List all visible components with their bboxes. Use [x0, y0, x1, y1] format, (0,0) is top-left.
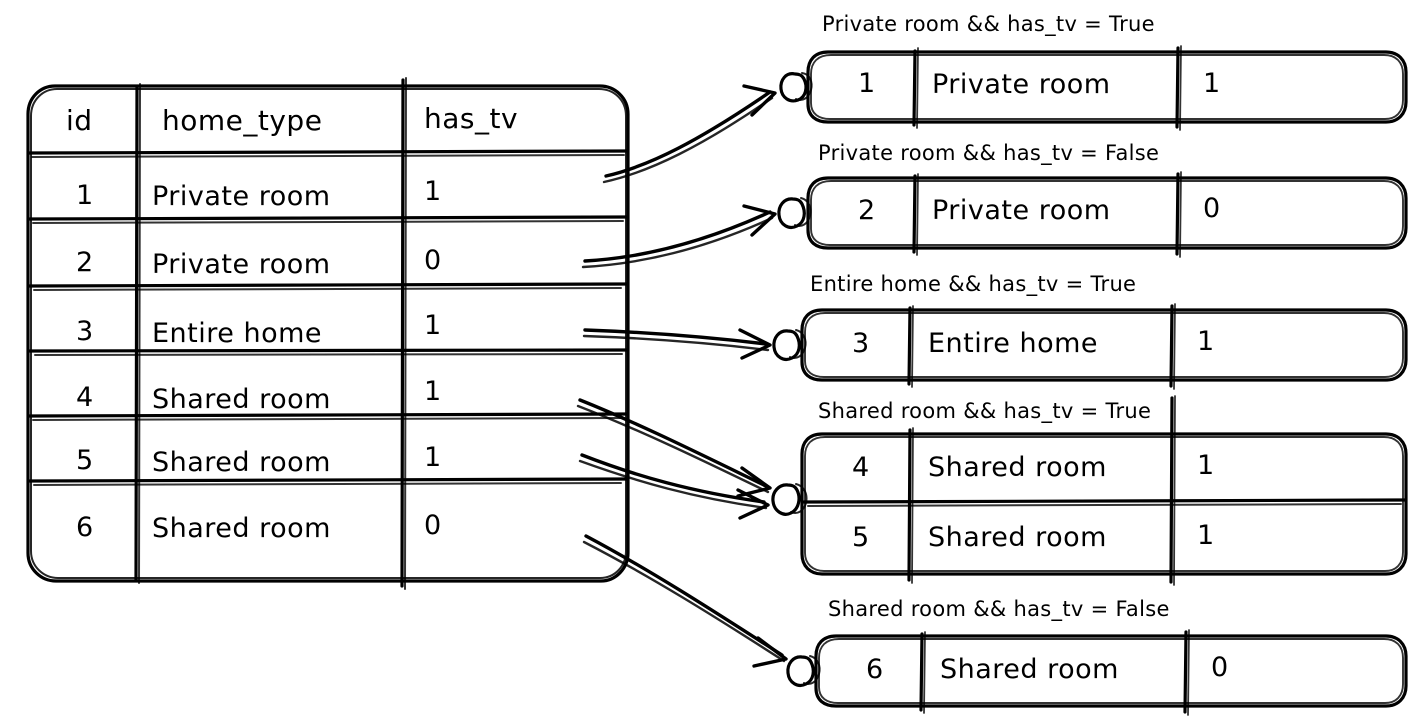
group-row-cell-home-type: Private room [932, 195, 1111, 226]
table-row-cell-home-type: Entire home [152, 318, 323, 349]
group-row-cell-has-tv: 0 [1203, 193, 1221, 224]
group-label: Private room && has_tv = False [818, 141, 1160, 165]
group-row-cell-id: 6 [866, 654, 884, 685]
table-row-cell-home-type: Private room [152, 249, 331, 280]
table-row-cell-has-tv: 1 [424, 442, 442, 473]
group-label: Entire home && has_tv = True [810, 272, 1137, 296]
group-row-cell-id: 2 [858, 195, 876, 226]
group-row-cell-id: 5 [852, 522, 870, 553]
group-row-cell-has-tv: 1 [1197, 326, 1215, 357]
table-row-cell-home-type: Shared room [152, 447, 331, 478]
group-row-cell-home-type: Entire home [928, 328, 1099, 359]
table-row-cell-home-type: Shared room [152, 513, 331, 544]
group-row-cell-has-tv: 1 [1203, 68, 1221, 99]
group-row-cell-has-tv: 0 [1211, 652, 1229, 683]
table-row-cell-id: 4 [76, 382, 94, 413]
group-row-cell-id: 4 [852, 452, 870, 483]
group-row-cell-has-tv: 1 [1197, 520, 1215, 551]
table-row-cell-id: 6 [76, 512, 94, 543]
group-row-cell-id: 1 [858, 68, 876, 99]
group-row-cell-has-tv: 1 [1197, 450, 1215, 481]
group-label: Shared room && has_tv = True [818, 399, 1152, 423]
table-row-cell-has-tv: 1 [424, 310, 442, 341]
group-label: Private room && has_tv = True [822, 12, 1155, 36]
table-row-cell-has-tv: 1 [424, 376, 442, 407]
table-row-cell-has-tv: 0 [424, 510, 442, 541]
table-row-cell-id: 3 [76, 316, 94, 347]
table-row-cell-has-tv: 1 [424, 176, 442, 207]
source-table-header-home-type: home_type [162, 104, 323, 137]
group-row-cell-home-type: Shared room [928, 452, 1107, 483]
group-row-cell-id: 3 [852, 328, 870, 359]
table-row-cell-has-tv: 0 [424, 245, 442, 276]
table-row-cell-id: 2 [76, 247, 94, 278]
group-label: Shared room && has_tv = False [828, 597, 1170, 621]
table-row-cell-home-type: Private room [152, 181, 331, 212]
group-row-cell-home-type: Shared room [928, 522, 1107, 553]
table-row-cell-id: 1 [76, 180, 94, 211]
source-table-header-has-tv: has_tv [424, 102, 519, 135]
source-table-header-id: id [66, 104, 93, 137]
group-row-cell-home-type: Private room [932, 69, 1111, 100]
table-row-cell-home-type: Shared room [152, 384, 331, 415]
group-row-cell-home-type: Shared room [940, 654, 1119, 685]
group-arrows [576, 84, 788, 668]
table-row-cell-id: 5 [76, 445, 94, 476]
